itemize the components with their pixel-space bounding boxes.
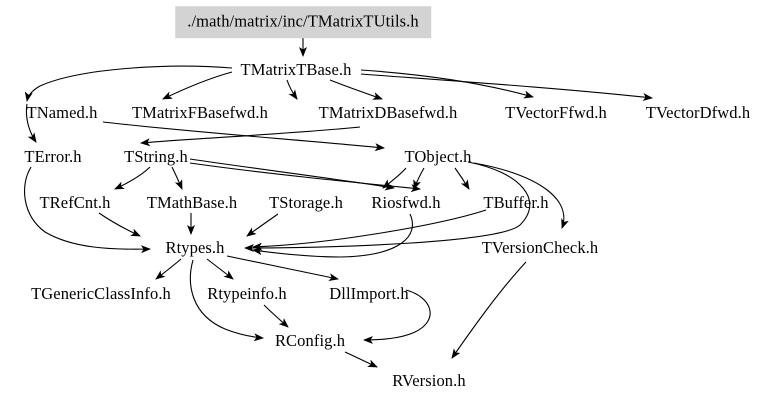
node-rtypes[interactable]: Rtypes.h: [165, 237, 225, 257]
node-dllimport[interactable]: DllImport.h: [329, 283, 409, 303]
edge-trefcnt-rtypes: [98, 212, 141, 237]
node-tstring[interactable]: TString.h: [124, 146, 188, 166]
edge-rtypes-dllimport: [226, 255, 339, 282]
edge-tmatrixtbase-tmatrixdbasefwd: [286, 79, 298, 100]
edge-tstring-trefcnt: [114, 166, 151, 190]
edge-tversioncheck-rversion: [451, 261, 527, 359]
node-tmatrixdbasefwd[interactable]: TMatrixDBasefwd.h: [318, 102, 458, 122]
node-tvectorffwd[interactable]: TVectorFfwd.h: [505, 102, 607, 122]
edge-tstring-tmathbase: [171, 166, 183, 190]
edge-rtypes-tgenericclassinfo: [155, 258, 182, 280]
edge-tobject-tstorage: [382, 167, 407, 189]
node-rversion[interactable]: RVersion.h: [392, 370, 466, 390]
edge-tmatrixtbase-tmatrixfbasefwd: [162, 71, 233, 100]
edge-tobject-riosfwd: [413, 167, 425, 190]
edge-rtypeinfo-rconfig: [263, 304, 289, 328]
node-tobject[interactable]: TObject.h: [404, 146, 472, 166]
node-tmathbase[interactable]: TMathBase.h: [146, 192, 238, 212]
edge-rconfig-rversion: [344, 351, 378, 368]
edge-tmatrixtbase-tvectorffwd: [329, 79, 383, 100]
edge-tobject-tbuffer: [454, 167, 470, 190]
node-tbuffer[interactable]: TBuffer.h: [483, 192, 549, 212]
node-tversioncheck[interactable]: TVersionCheck.h: [481, 237, 599, 257]
edge-rtypes-rtypeinfo: [206, 258, 234, 280]
edge-tmatrixtbase-tnamed: [24, 65, 233, 102]
edge-tstring-tstorage: [189, 158, 395, 191]
node-tgenericclassinfo[interactable]: TGenericClassInfo.h: [31, 283, 171, 303]
node-tmatrixfbasefwd[interactable]: TMatrixFBasefwd.h: [132, 102, 268, 122]
node-trefcnt[interactable]: TRefCnt.h: [39, 192, 111, 212]
node-tvectordfwd[interactable]: TVectorDfwd.h: [645, 102, 751, 122]
edge-tstorage-rtypes: [246, 213, 279, 237]
edge-riosfwd-rtypes: [252, 213, 413, 258]
edge-tmatrixtbase-tvectordfwd-b: [360, 73, 653, 102]
node-tstorage[interactable]: TStorage.h: [269, 192, 343, 212]
node-terror[interactable]: TError.h: [24, 146, 82, 166]
edge-tmatrixtbase-tvectordfwd-a: [360, 69, 534, 99]
edge-tnamed-tstring: [140, 126, 361, 147]
node-rtypeinfo[interactable]: Rtypeinfo.h: [207, 283, 287, 303]
node-tnamed[interactable]: TNamed.h: [26, 102, 98, 122]
node-tmatrixtbase[interactable]: TMatrixTBase.h: [240, 59, 352, 79]
node-riosfwd[interactable]: Riosfwd.h: [371, 192, 441, 212]
edge-tstring-riosfwd: [189, 162, 421, 193]
node-root[interactable]: ./math/matrix/inc/TMatrixTUtils.h: [175, 6, 431, 38]
edge-tbuffer-rtypes: [252, 209, 487, 251]
node-rconfig[interactable]: RConfig.h: [274, 330, 346, 350]
edge-tnamed-tobject: [102, 121, 385, 152]
